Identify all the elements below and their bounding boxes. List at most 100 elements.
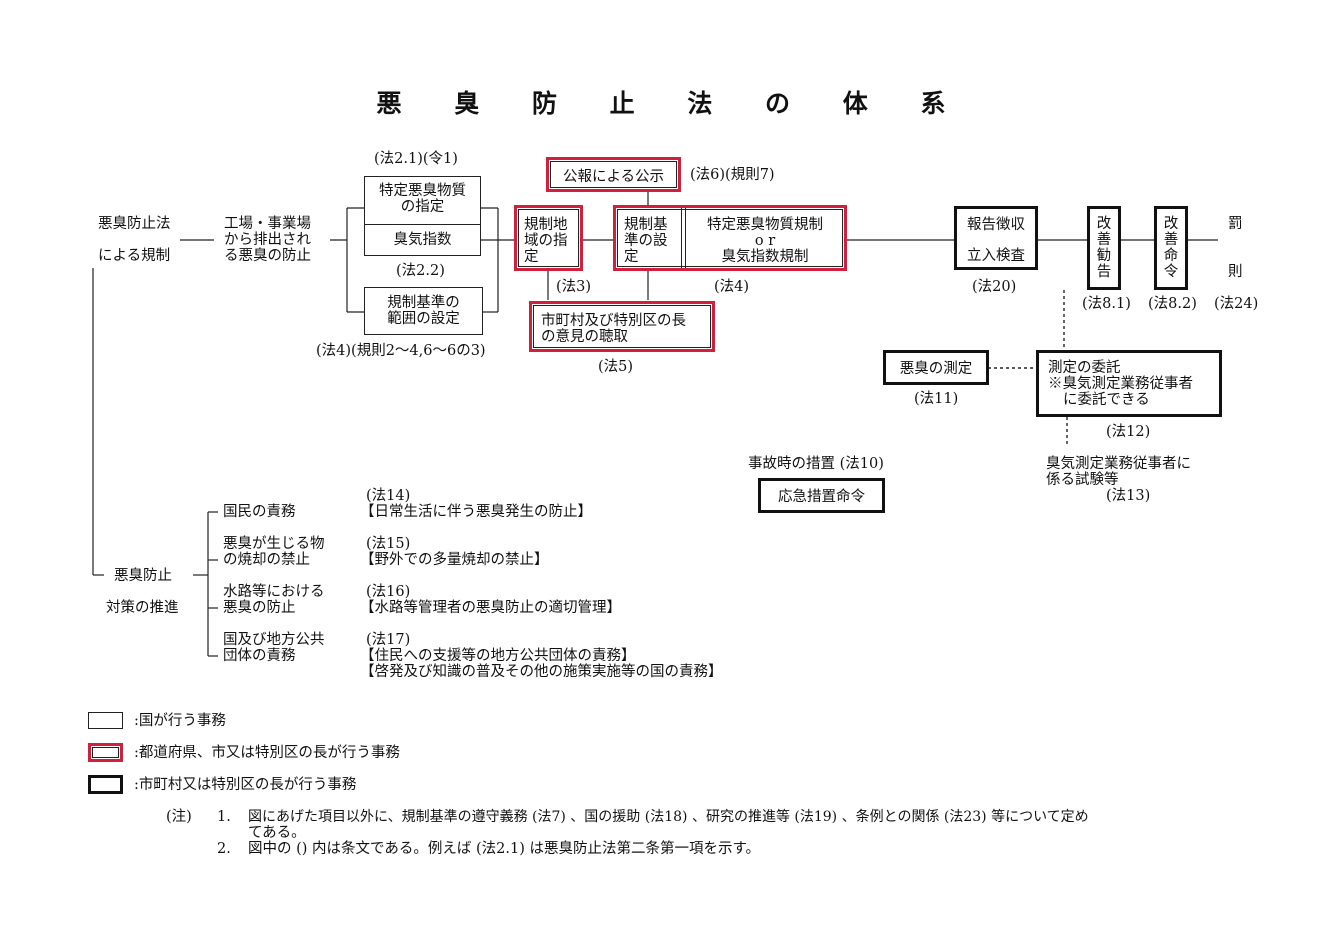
iken-box: 市町村及び特別区の長 の意見の聴取 — [529, 301, 715, 352]
promotion-item-ref: (法17) — [366, 632, 411, 648]
itaku-box: 測定の委託 ※臭気測定業務従事者 に委託できる — [1036, 350, 1222, 417]
chiiki-label-3: 定 — [524, 249, 539, 265]
koukoku-box: 公報による公示 — [546, 157, 681, 192]
promotion-label-2: 対策の推進 — [106, 600, 179, 616]
kankoku-char-3: 勧 — [1096, 248, 1112, 264]
note-2-text: 図中の () 内は条文である。例えば (法2.1) は悪臭防止法第二条第一項を示… — [248, 841, 761, 857]
iken-ref: (法5) — [598, 359, 634, 375]
oukyu-label: 応急措置命令 — [778, 489, 865, 505]
promotion-item-name: 悪臭が生じる物 — [223, 536, 325, 552]
bassoku-label: 罰 — [1228, 216, 1243, 232]
oukyu-box: 応急措置命令 — [758, 478, 885, 513]
promotion-item-name: 水路等における — [223, 584, 325, 600]
meirei-ref: (法8.2) — [1148, 296, 1197, 312]
chiiki-label-2: 域の指 — [524, 233, 568, 249]
factory-label: 工場・事業場 — [224, 216, 311, 232]
settei-label-2: 準の設 — [624, 233, 668, 249]
promotion-label: 悪臭防止 — [114, 568, 172, 584]
sokutei-box: 悪臭の測定 — [883, 350, 989, 385]
settei-label: 規制基 — [624, 217, 668, 233]
page-title: 悪 臭 防 止 法 の 体 系 — [376, 89, 968, 118]
shisu-ref: (法2.2) — [396, 263, 445, 279]
itaku-label: 測定の委託 — [1048, 360, 1121, 376]
iken-label-2: の意見の聴取 — [541, 329, 628, 345]
koukoku-ref: (法6)(規則7) — [690, 167, 775, 183]
sokutei-label: 悪臭の測定 — [899, 361, 973, 377]
shiken-label-2: 係る試験等 — [1046, 472, 1119, 488]
chiiki-ref: (法3) — [556, 279, 592, 295]
shiken-label: 臭気測定業務従事者に — [1046, 456, 1191, 472]
shiken-ref: (法13) — [1106, 488, 1151, 504]
kankoku-ref: (法8.1) — [1082, 296, 1131, 312]
itaku-label-3: に委託できる — [1063, 392, 1150, 408]
kankoku-char-1: 改 — [1096, 216, 1112, 232]
bassoku-ref: (法24) — [1214, 296, 1259, 312]
legend-swatch-national — [88, 712, 123, 729]
promotion-item-name-2: 悪臭の防止 — [223, 600, 296, 616]
kisei-label-2: o r — [754, 233, 776, 249]
houkoku-box: 報告徴収 立入検査 — [954, 206, 1038, 270]
promotion-item-desc: 【水路等管理者の悪臭防止の適切管理】 — [360, 600, 621, 616]
promotion-item-desc: 【住民への支援等の地方公共団体の責務】 — [360, 648, 636, 664]
chiiki-box: 規制地 域の指 定 — [514, 205, 583, 271]
legend-swatch-prefecture — [88, 743, 123, 762]
kijun-label-2: 範囲の設定 — [387, 311, 460, 327]
houkoku-label-2: 立入検査 — [967, 248, 1025, 264]
kisei-label-3: 臭気指数規制 — [721, 249, 809, 265]
regulation-label: 悪臭防止法 — [98, 216, 171, 232]
sokutei-ref: (法11) — [914, 391, 959, 407]
kijun-label: 規制基準の — [387, 295, 460, 311]
legend-label-municipal: :市町村又は特別区の長が行う事務 — [134, 777, 357, 793]
shisu-label: 臭気指数 — [393, 232, 452, 248]
factory-label-2: から排出され — [224, 232, 311, 248]
promotion-item-name-2: 団体の責務 — [223, 648, 296, 664]
meirei-char-4: 令 — [1163, 264, 1179, 280]
legend-swatch-municipal — [88, 775, 123, 794]
bassoku-label-2: 則 — [1228, 264, 1243, 280]
tokutei-label: 特定悪臭物質 — [379, 183, 466, 199]
houkoku-ref: (法20) — [972, 279, 1017, 295]
settei-kisei-box: 規制基 準の設 定 特定悪臭物質規制 o r 臭気指数規制 — [613, 205, 847, 271]
promotion-item-name: 国及び地方公共 — [223, 632, 325, 648]
promotion-item-ref: (法15) — [366, 536, 411, 552]
note-1-number: 1. — [217, 809, 231, 825]
promotion-item-desc: 【野外での多量焼却の禁止】 — [360, 552, 549, 568]
note-1-text: 図にあげた項目以外に、規制基準の遵守義務 (法7) 、国の援助 (法18) 、研… — [248, 809, 1089, 825]
promotion-item-ref: (法16) — [366, 584, 411, 600]
iken-label: 市町村及び特別区の長 — [541, 313, 686, 329]
promotion-item-name: 国民の責務 — [223, 504, 296, 520]
houkoku-label: 報告徴収 — [967, 217, 1025, 233]
kankoku-box: 改 善 勧 告 — [1087, 206, 1121, 290]
meirei-char-3: 命 — [1163, 248, 1179, 264]
itaku-ref: (法12) — [1106, 424, 1151, 440]
promotion-item-name-2: の焼却の禁止 — [223, 552, 310, 568]
chiiki-label: 規制地 — [524, 217, 568, 233]
jiko-label: 事故時の措置 (法10) — [748, 456, 884, 472]
tokutei-label-2: の指定 — [400, 199, 445, 215]
notes-prefix: (注) — [166, 809, 192, 825]
kankoku-char-4: 告 — [1096, 264, 1112, 280]
factory-label-3: る悪臭の防止 — [224, 248, 311, 264]
tokutei-shisu-box: 特定悪臭物質 の指定 臭気指数 — [364, 176, 481, 256]
koukoku-label: 公報による公示 — [562, 169, 665, 185]
legend-label-prefecture: :都道府県、市又は特別区の長が行う事務 — [134, 745, 400, 761]
kijun-ref: (法4)(規則2～4,6～6の3) — [316, 343, 486, 359]
kankoku-char-2: 善 — [1096, 232, 1112, 248]
kijun-box: 規制基準の 範囲の設定 — [364, 287, 483, 335]
settei-label-3: 定 — [624, 249, 639, 265]
legend-label-national: :国が行う事務 — [134, 713, 226, 729]
note-1-text-2: てある。 — [248, 825, 306, 841]
promotion-item-ref: (法14) — [366, 488, 411, 504]
itaku-label-2: ※臭気測定業務従事者 — [1048, 376, 1193, 392]
meirei-char-2: 善 — [1163, 232, 1179, 248]
regulation-label-2: による規制 — [98, 248, 171, 264]
kisei-ref: (法4) — [714, 279, 750, 295]
promotion-item-desc: 【日常生活に伴う悪臭発生の防止】 — [360, 504, 592, 520]
meirei-box: 改 善 命 令 — [1154, 206, 1188, 290]
tokutei-ref: (法2.1)(令1) — [374, 151, 458, 167]
kisei-label: 特定悪臭物質規制 — [707, 217, 823, 233]
promotion-item-desc-2: 【啓発及び知識の普及その他の施策実施等の国の責務】 — [360, 664, 723, 680]
meirei-char-1: 改 — [1163, 216, 1179, 232]
